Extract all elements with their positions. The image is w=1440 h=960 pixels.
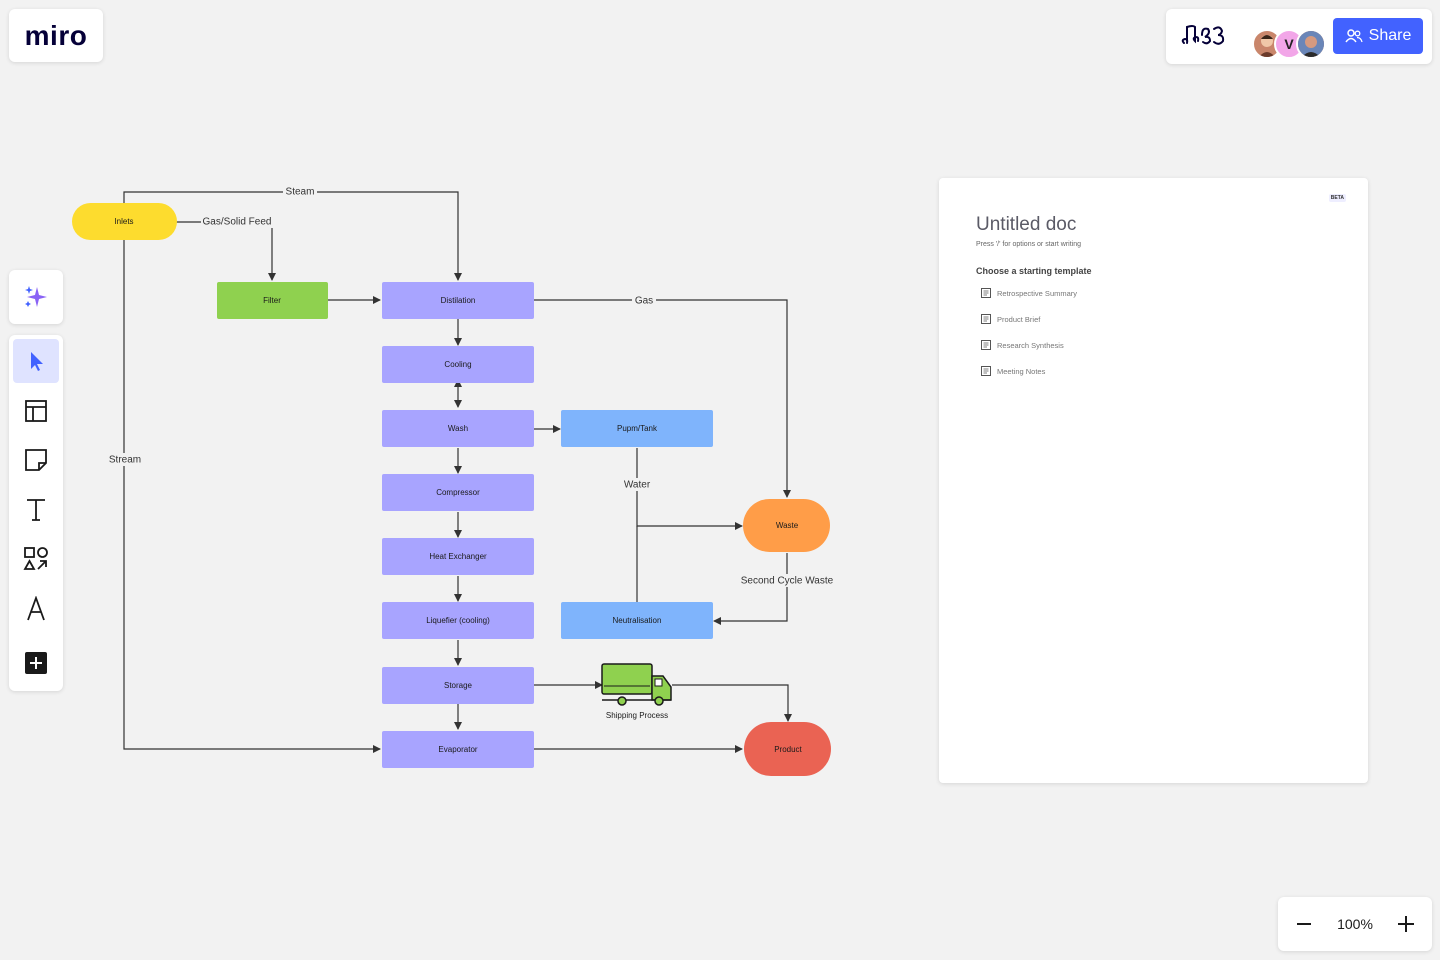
templates-tool[interactable] — [13, 389, 59, 433]
node-wash-label: Wash — [448, 424, 468, 433]
node-waste[interactable]: Waste — [743, 499, 830, 552]
label-stream: Stream — [109, 455, 141, 466]
template-label: Research Synthesis — [997, 340, 1064, 350]
zoom-in-button[interactable] — [1394, 912, 1418, 936]
template-label: Meeting Notes — [997, 366, 1046, 376]
sparkles-icon — [25, 286, 47, 307]
node-inlets[interactable]: Inlets — [72, 203, 177, 240]
avatar[interactable] — [1296, 29, 1326, 59]
node-shipping-label: Shipping Process — [606, 711, 668, 720]
doc-widget[interactable]: BETA Untitled doc Press '/' for options … — [939, 178, 1368, 783]
creation-toolbar — [9, 335, 63, 691]
node-pump-tank[interactable]: Pupm/Tank — [561, 410, 713, 447]
label-water: Water — [624, 480, 651, 491]
text-icon — [27, 499, 45, 521]
node-pump-label: Pupm/Tank — [617, 424, 658, 433]
node-heat-label: Heat Exchanger — [429, 552, 487, 561]
template-label: Product Brief — [997, 314, 1041, 324]
plus-icon — [1398, 916, 1414, 932]
node-storage[interactable]: Storage — [382, 667, 534, 704]
shapes-tool[interactable] — [13, 537, 59, 581]
node-compressor[interactable]: Compressor — [382, 474, 534, 511]
template-research-synthesis[interactable]: Research Synthesis — [981, 340, 1064, 350]
node-filter-label: Filter — [263, 296, 281, 305]
node-cooling[interactable]: Cooling — [382, 346, 534, 383]
sticky-note-icon — [25, 449, 47, 471]
cursor-icon — [31, 352, 43, 371]
template-label: Retrospective Summary — [997, 288, 1078, 298]
label-gas: Gas — [635, 296, 653, 307]
shapes-icon — [23, 547, 48, 570]
add-more-tool[interactable] — [13, 641, 59, 685]
node-neutralisation[interactable]: Neutralisation — [561, 602, 713, 639]
node-waste-label: Waste — [776, 521, 799, 530]
minus-icon — [1297, 923, 1311, 925]
template-retrospective[interactable]: Retrospective Summary — [981, 288, 1077, 298]
doc-hint: Press '/' for options or start writing — [976, 241, 1081, 248]
edge-labels: Steam Gas/Solid Feed Gas Water Stream Se… — [106, 185, 834, 587]
edge-steam[interactable] — [123, 191, 462, 281]
node-product[interactable]: Product — [744, 722, 831, 776]
template-product-brief[interactable]: Product Brief — [981, 314, 1040, 324]
share-label: Share — [1368, 27, 1412, 44]
layout-icon — [25, 400, 47, 422]
beta-badge: BETA — [1328, 194, 1346, 202]
select-tool[interactable] — [13, 339, 59, 383]
doc-title[interactable]: Untitled doc — [976, 214, 1077, 235]
document-icon — [981, 340, 991, 350]
label-second-cycle: Second Cycle Waste — [741, 576, 834, 587]
share-button[interactable]: Share — [1333, 18, 1423, 54]
node-distillation[interactable]: Distilation — [382, 282, 534, 319]
logo-panel[interactable]: miro — [9, 9, 103, 62]
node-product-label: Product — [774, 745, 802, 754]
node-inlets-label: Inlets — [114, 217, 133, 226]
edge-feed[interactable] — [176, 221, 276, 281]
edge-stream[interactable] — [123, 240, 381, 753]
node-heat-exchanger[interactable]: Heat Exchanger — [382, 538, 534, 575]
document-icon — [981, 288, 991, 298]
users-icon — [1345, 29, 1363, 43]
node-wash[interactable]: Wash — [382, 410, 534, 447]
node-distillation-label: Distilation — [441, 296, 476, 305]
node-evaporator[interactable]: Evaporator — [382, 731, 534, 768]
truck-icon — [601, 663, 672, 706]
node-shipping[interactable]: Shipping Process — [601, 663, 672, 720]
text-tool[interactable] — [13, 488, 59, 532]
document-icon — [981, 366, 991, 376]
zoom-level[interactable]: 100% — [1337, 916, 1373, 932]
node-liquefier[interactable]: Liquefier (cooling) — [382, 602, 534, 639]
node-evaporator-label: Evaporator — [438, 745, 477, 754]
node-liquefier-label: Liquefier (cooling) — [426, 616, 490, 625]
sticky-note-tool[interactable] — [13, 438, 59, 482]
node-neutralisation-label: Neutralisation — [613, 616, 662, 625]
pen-icon — [27, 596, 45, 621]
template-meeting-notes[interactable]: Meeting Notes — [981, 366, 1045, 376]
edge-shipping-product[interactable] — [672, 684, 792, 722]
node-filter[interactable]: Filter — [217, 282, 328, 319]
board-canvas[interactable]: Steam Gas/Solid Feed Gas Water Stream Se… — [0, 0, 940, 800]
plus-square-icon — [25, 652, 47, 674]
node-storage-label: Storage — [444, 681, 473, 690]
connectors — [123, 191, 792, 753]
zoom-controls: 100% — [1278, 897, 1432, 951]
ai-assist-button[interactable] — [9, 270, 63, 324]
board-header: V Share — [1166, 9, 1432, 64]
pen-tool[interactable] — [13, 587, 59, 631]
node-cooling-label: Cooling — [444, 360, 471, 369]
document-icon — [981, 314, 991, 324]
board-name-icon[interactable] — [1180, 21, 1232, 51]
template-heading: Choose a starting template — [976, 266, 1092, 276]
zoom-out-button[interactable] — [1292, 912, 1316, 936]
miro-logo: miro — [24, 19, 88, 51]
label-feed: Gas/Solid Feed — [203, 217, 272, 228]
node-compressor-label: Compressor — [436, 488, 480, 497]
label-steam: Steam — [286, 187, 315, 198]
edge-gas[interactable] — [534, 299, 791, 498]
